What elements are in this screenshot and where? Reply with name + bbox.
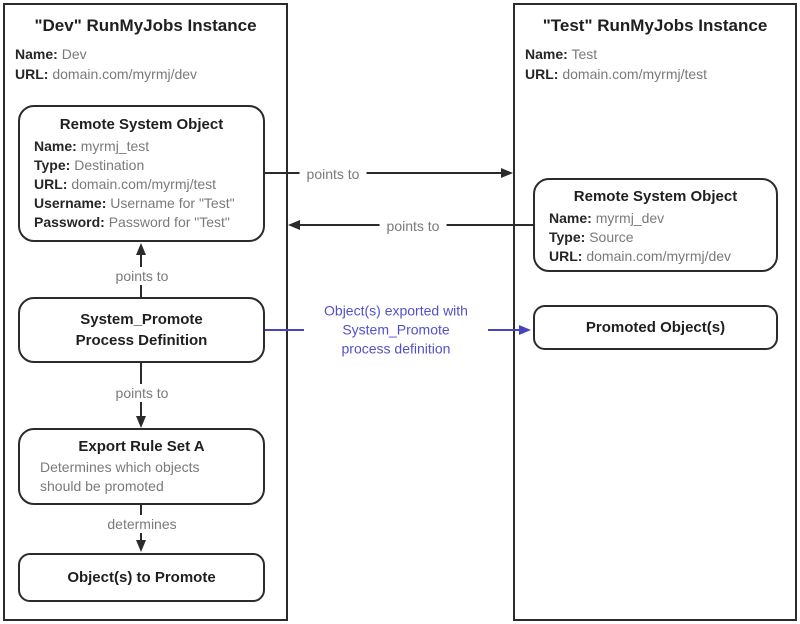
field-value: domain.com/myrmj/test: [71, 176, 217, 192]
field-label: URL: [525, 66, 558, 82]
edge-label-determines: determines: [100, 515, 184, 533]
system-promote-node: System_Promote Process Definition: [18, 297, 265, 363]
node-title: Export Rule Set A: [78, 438, 205, 455]
dev-url-field: URLdomain.com/myrmj/dev: [15, 64, 286, 84]
node-fields: Namemyrmj_dev TypeSource URLdomain.com/m…: [549, 209, 776, 266]
edge-label-points-to: points to: [379, 217, 447, 235]
field-value: domain.com/myrmj/dev: [586, 248, 732, 264]
field-value: Dev: [61, 46, 87, 62]
system-promote-line2: Process Definition: [75, 332, 208, 349]
rso-test-name: Namemyrmj_dev: [549, 209, 776, 228]
field-label: Password: [34, 214, 105, 230]
arrowhead-up-icon: [136, 243, 146, 255]
field-label: URL: [15, 66, 48, 82]
export-label-line2: System_Promote: [342, 321, 450, 338]
field-value: myrmj_test: [80, 138, 150, 154]
test-name-field: NameTest: [525, 44, 795, 64]
rso-dev-type: TypeDestination: [34, 156, 263, 175]
dev-instance-title: "Dev" RunMyJobs Instance: [34, 16, 257, 35]
edge-label-points-to: points to: [299, 165, 367, 183]
field-label: Name: [15, 46, 58, 62]
arrowhead-down-icon: [136, 416, 146, 428]
rso-dev-url: URLdomain.com/myrmj/test: [34, 175, 263, 194]
export-rule-description: Determines which objects should be promo…: [40, 458, 263, 496]
field-value: myrmj_dev: [595, 210, 665, 226]
field-label: Name: [525, 46, 568, 62]
arrowhead-down-icon: [136, 540, 146, 552]
field-value: Destination: [74, 157, 145, 173]
field-value: Source: [589, 229, 634, 245]
field-label: Type: [34, 157, 70, 173]
field-value: domain.com/myrmj/dev: [52, 66, 198, 82]
edge-label-points-to: points to: [108, 384, 176, 402]
field-label: URL: [34, 176, 67, 192]
export-rule-desc-line2: should be promoted: [40, 478, 164, 494]
field-value: Test: [571, 46, 598, 62]
rso-test-type: TypeSource: [549, 228, 776, 247]
rso-dev-username: UsernameUsername for "Test": [34, 194, 263, 213]
arrowhead-left-icon: [288, 220, 300, 230]
dev-name-field: NameDev: [15, 44, 286, 64]
node-title: Object(s) to Promote: [67, 569, 216, 586]
system-promote-line1: System_Promote: [80, 311, 203, 328]
node-title: Remote System Object: [573, 188, 738, 205]
export-rule-set-node: Export Rule Set A Determines which objec…: [18, 428, 265, 505]
field-value: domain.com/myrmj/test: [562, 66, 708, 82]
field-label: Type: [549, 229, 585, 245]
edge-label-export: Object(s) exported with System_Promote p…: [304, 299, 488, 361]
node-title: Promoted Object(s): [585, 319, 726, 336]
field-value: Username for "Test": [110, 195, 235, 211]
test-url-field: URLdomain.com/myrmj/test: [525, 64, 795, 84]
promoted-objects-node: Promoted Object(s): [533, 305, 778, 350]
arrowhead-right-icon: [501, 168, 513, 178]
objects-to-promote-node: Object(s) to Promote: [18, 553, 265, 602]
field-label: Name: [549, 210, 592, 226]
test-instance-fields: NameTest URLdomain.com/myrmj/test: [525, 44, 795, 84]
arrow-line: [265, 172, 503, 174]
node-title: Remote System Object: [59, 116, 224, 133]
edge-label-points-to: points to: [108, 267, 176, 285]
rso-dev-name: Namemyrmj_test: [34, 137, 263, 156]
test-instance-title: "Test" RunMyJobs Instance: [542, 16, 768, 35]
field-label: Username: [34, 195, 106, 211]
rso-dev-password: PasswordPassword for "Test": [34, 213, 263, 232]
rso-test-url: URLdomain.com/myrmj/dev: [549, 247, 776, 266]
export-label-line3: process definition: [341, 340, 451, 357]
export-label-line1: Object(s) exported with: [324, 302, 468, 319]
remote-system-object-dev-node: Remote System Object Namemyrmj_test Type…: [18, 105, 265, 242]
field-label: Name: [34, 138, 77, 154]
dev-instance-fields: NameDev URLdomain.com/myrmj/dev: [15, 44, 286, 84]
arrowhead-right-icon: [519, 325, 531, 335]
field-label: URL: [549, 248, 582, 264]
field-value: Password for "Test": [108, 214, 230, 230]
node-fields: Namemyrmj_test TypeDestination URLdomain…: [34, 137, 263, 232]
export-rule-desc-line1: Determines which objects: [40, 459, 200, 475]
remote-system-object-test-node: Remote System Object Namemyrmj_dev TypeS…: [533, 178, 778, 272]
